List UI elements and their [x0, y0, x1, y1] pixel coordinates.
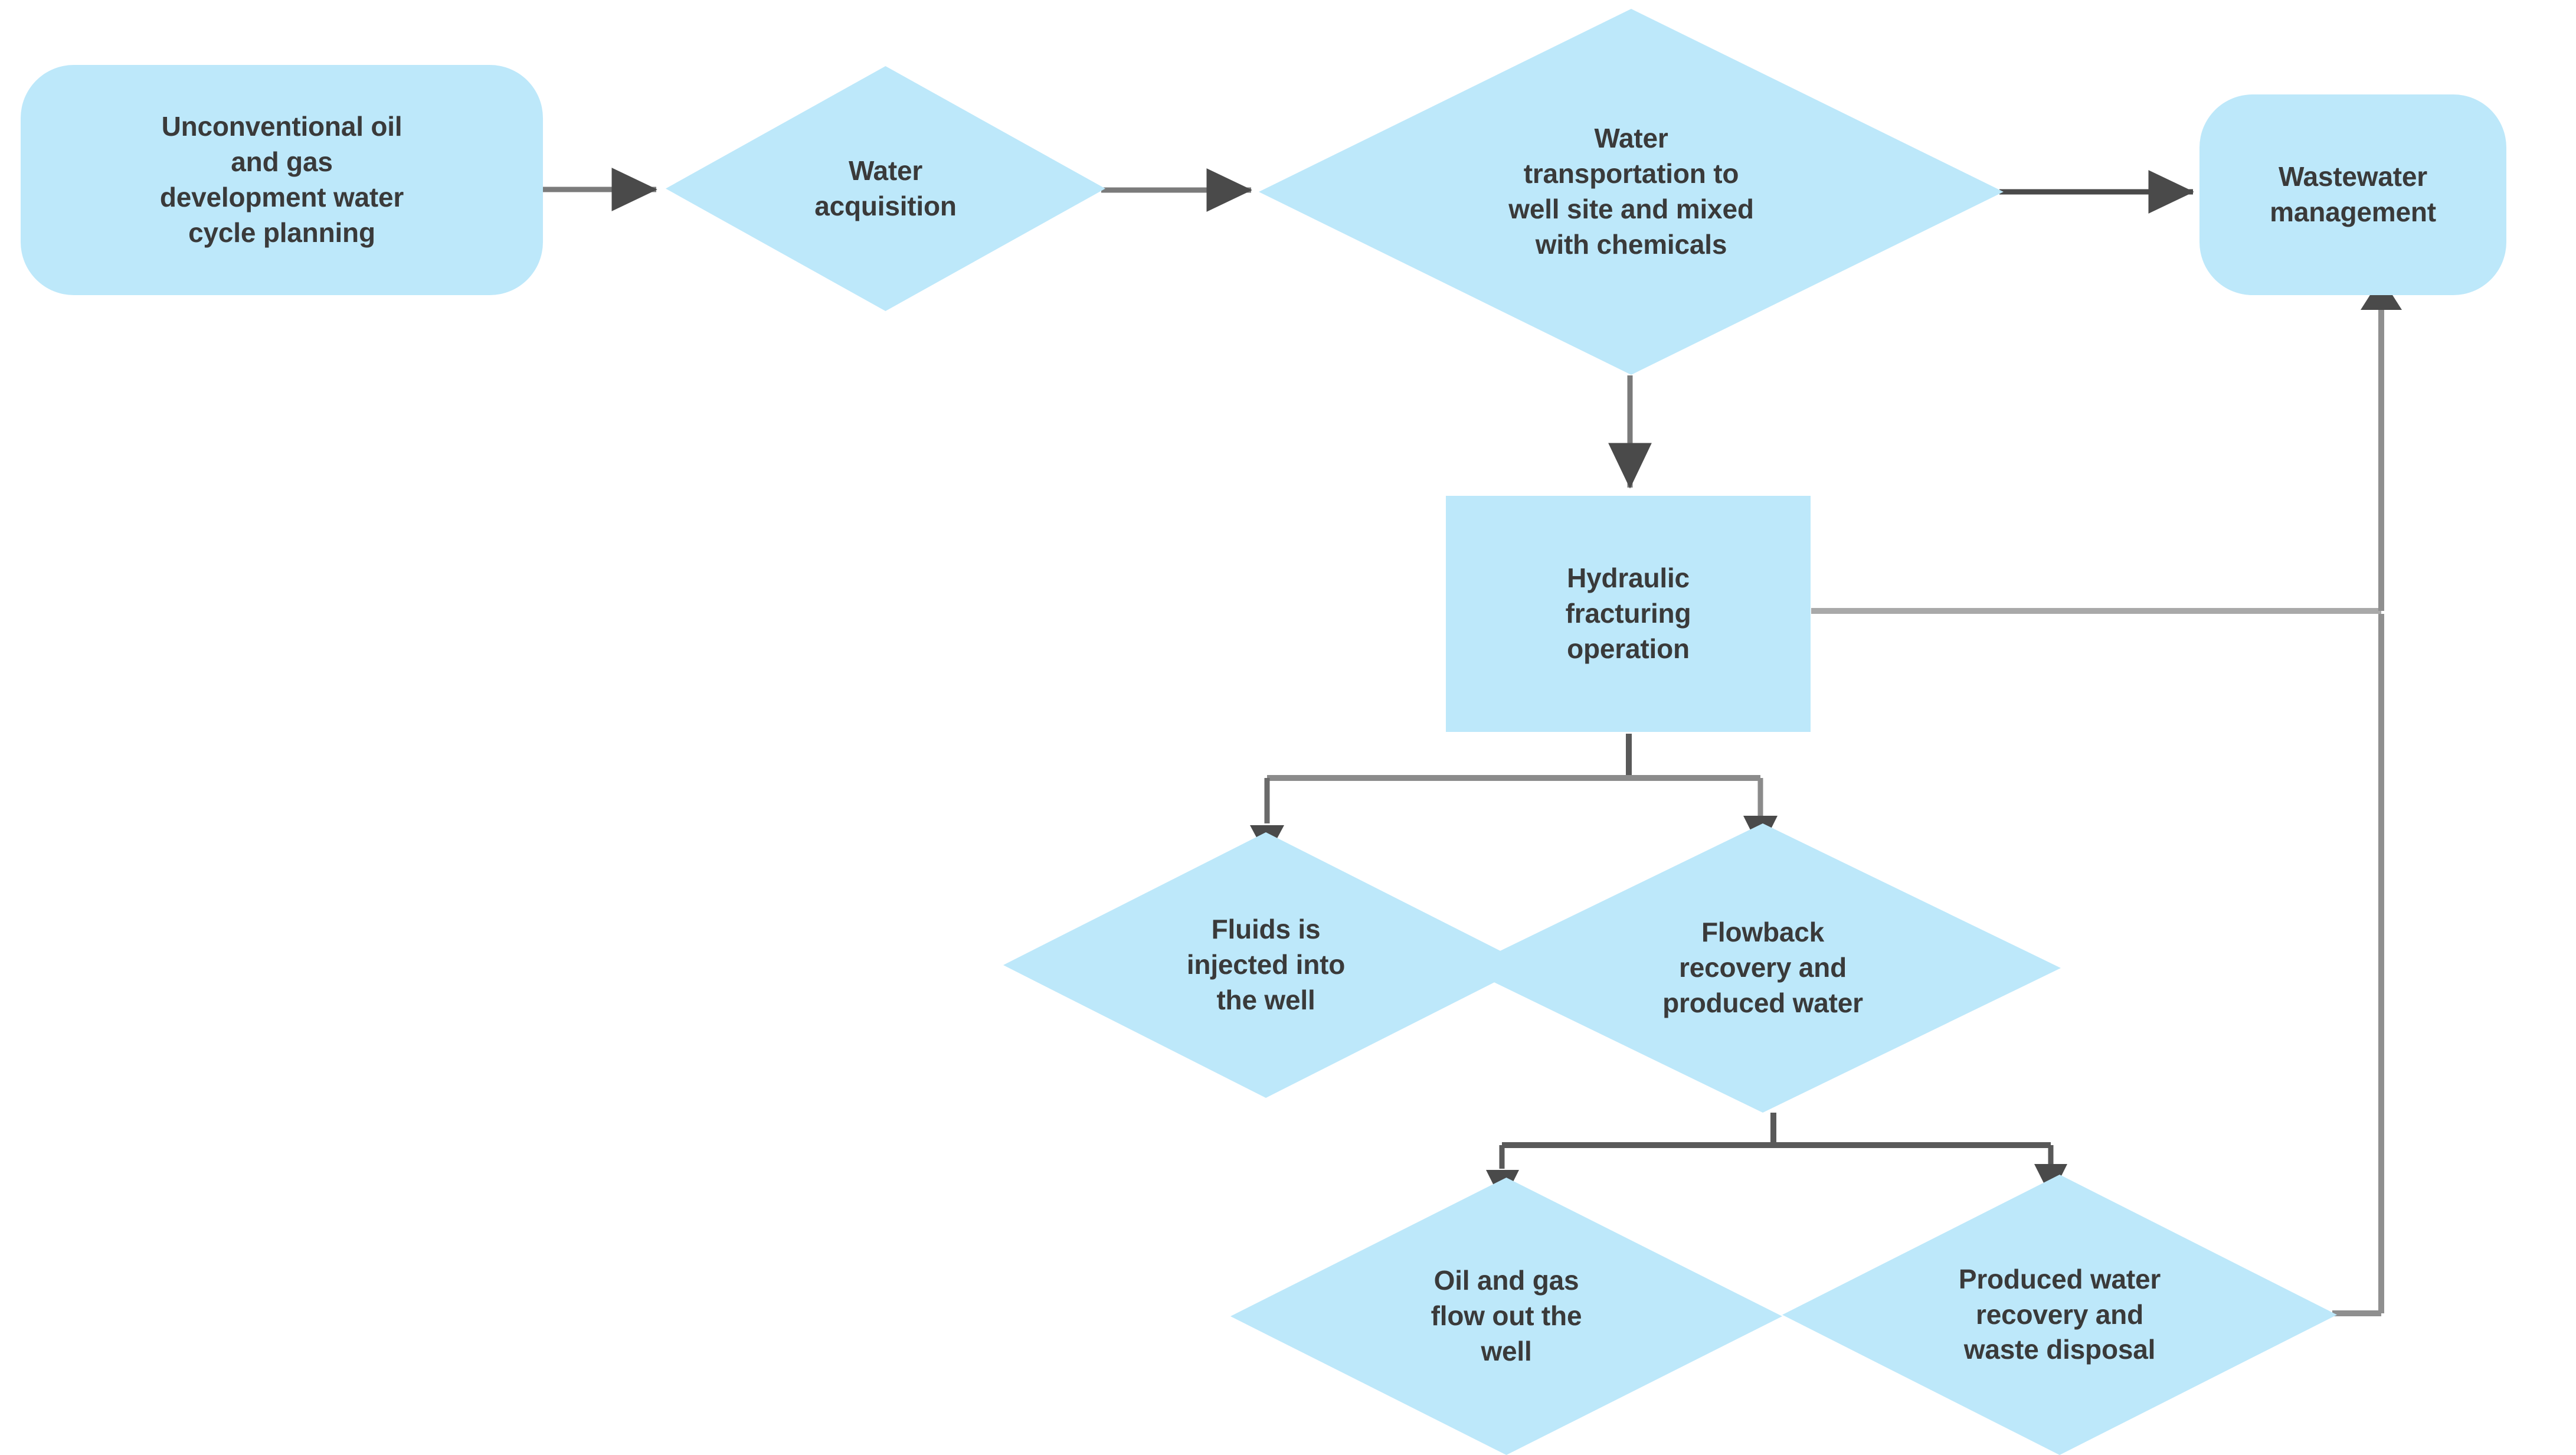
node-flowback-recovery[interactable]: Flowback recovery and produced water — [1465, 823, 2061, 1113]
node-fluids-injected[interactable]: Fluids is injected into the well — [1003, 832, 1528, 1098]
node-oil-and-gas-flow-label: Oil and gas flow out the well — [1431, 1265, 1582, 1366]
node-oil-and-gas-flow[interactable]: Oil and gas flow out the well — [1230, 1178, 1782, 1455]
node-water-transportation-label: Water transportation to well site and mi… — [1508, 123, 1754, 260]
node-wastewater-management-label: Wastewater management — [2270, 161, 2436, 227]
node-produced-water-recovery[interactable]: Produced water recovery and waste dispos… — [1782, 1175, 2337, 1455]
node-hydraulic-fracturing-label: Hydraulic fracturing operation — [1565, 563, 1691, 664]
node-produced-water-recovery-label: Produced water recovery and waste dispos… — [1958, 1263, 2161, 1365]
node-flowback-recovery-label: Flowback recovery and produced water — [1662, 917, 1863, 1018]
edge-producedwater-to-wastewater — [2332, 614, 2384, 1316]
node-planning-label: Unconventional oil and gas development w… — [159, 111, 404, 248]
node-hydraulic-fracturing[interactable]: Hydraulic fracturing operation — [1446, 496, 1811, 732]
node-water-transportation[interactable]: Water transportation to well site and mi… — [1259, 9, 2004, 375]
node-water-acquisition-label: Water acquisition — [814, 155, 957, 221]
node-planning[interactable]: Unconventional oil and gas development w… — [21, 65, 543, 295]
node-wastewater-management[interactable]: Wastewater management — [2199, 94, 2506, 295]
node-fluids-injected-label: Fluids is injected into the well — [1186, 914, 1346, 1015]
node-water-acquisition[interactable]: Water acquisition — [666, 66, 1105, 311]
